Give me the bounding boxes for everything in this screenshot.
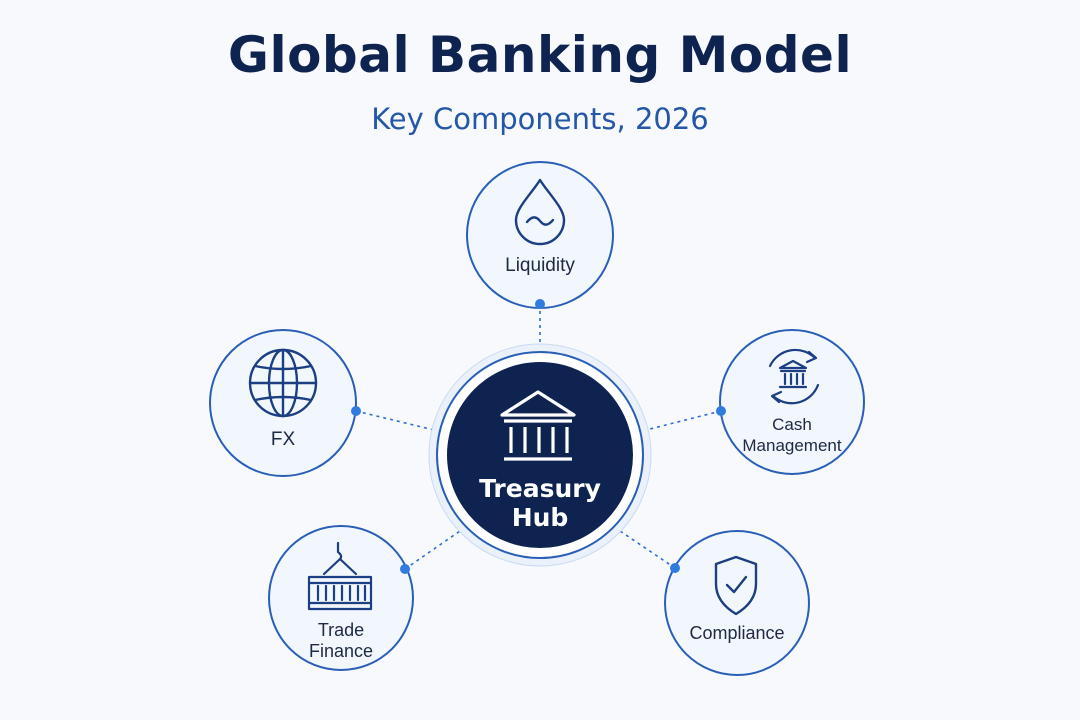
node-label-fx: FX <box>270 429 296 450</box>
connector-dot-liquidity <box>535 299 545 309</box>
node-circle-compliance <box>664 530 810 676</box>
node-label-trade-finance: Trade Finance <box>281 620 401 662</box>
hub-label-line-2: Hub <box>511 503 569 532</box>
hub-core <box>447 362 633 548</box>
connector-dot-trade-finance <box>400 564 410 574</box>
node-fx <box>209 329 361 477</box>
shipping-container-icon <box>307 541 373 611</box>
diagram-subtitle: Key Components, 2026 <box>371 102 709 136</box>
node-label-trade-finance-line-1: Trade <box>317 620 365 640</box>
connector-dot-fx <box>351 406 361 416</box>
node-liquidity <box>466 161 614 309</box>
node-cash-management <box>716 329 865 475</box>
node-label-trade-finance-line-2: Finance <box>308 641 374 661</box>
node-label-compliance: Compliance <box>689 623 785 643</box>
node-label-cash-management: Cash Management <box>732 414 852 456</box>
connector-dot-cash-management <box>716 406 726 416</box>
node-trade-finance <box>268 525 414 671</box>
connector-compliance <box>619 530 676 569</box>
node-label-cash-management-line-1: Cash <box>772 415 812 434</box>
connectors <box>355 304 722 570</box>
node-circle-liquidity <box>466 161 614 309</box>
water-drop-icon <box>514 178 566 246</box>
shield-check-icon <box>714 555 758 616</box>
connector-cash-management <box>645 410 722 431</box>
bank-cycle-icon <box>768 348 820 405</box>
connector-dot-compliance <box>670 563 680 573</box>
node-circle-cash-management <box>719 329 865 475</box>
node-label-cash-management-line-2: Management <box>742 436 842 455</box>
node-compliance <box>664 530 810 676</box>
diagram-title: Global Banking Model <box>227 26 853 84</box>
globe-icon <box>248 348 318 418</box>
connector-fx <box>355 410 435 431</box>
treasury-hub <box>428 343 652 567</box>
node-label-liquidity: Liquidity <box>505 255 575 276</box>
connector-trade-finance <box>404 530 461 570</box>
hub-label-line-1: Treasury <box>479 474 601 503</box>
hub-label: Treasury Hub <box>430 474 650 532</box>
bank-building-icon <box>500 390 576 461</box>
